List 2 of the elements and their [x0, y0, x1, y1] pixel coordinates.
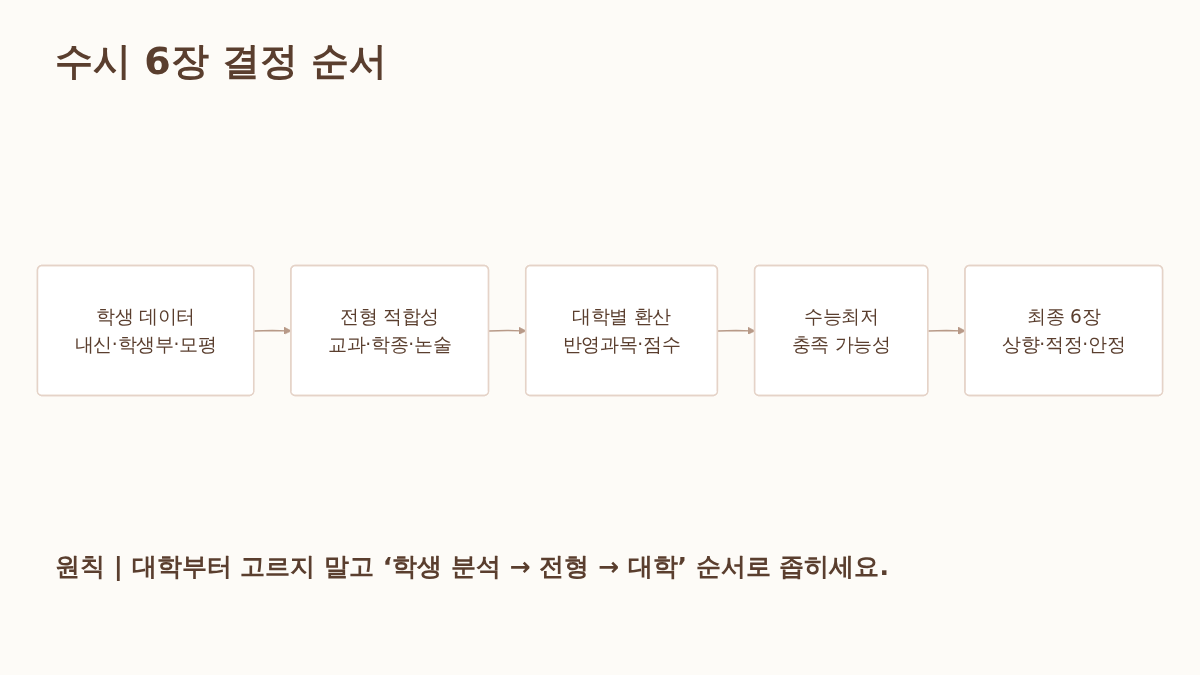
note-text: 원칙 | 대학부터 고르지 말고 ‘학생 분석 → 전형 → 대학’ 순서로 좁히세요. [55, 551, 889, 583]
title: 수시 6장 결정 순서 [55, 38, 388, 85]
